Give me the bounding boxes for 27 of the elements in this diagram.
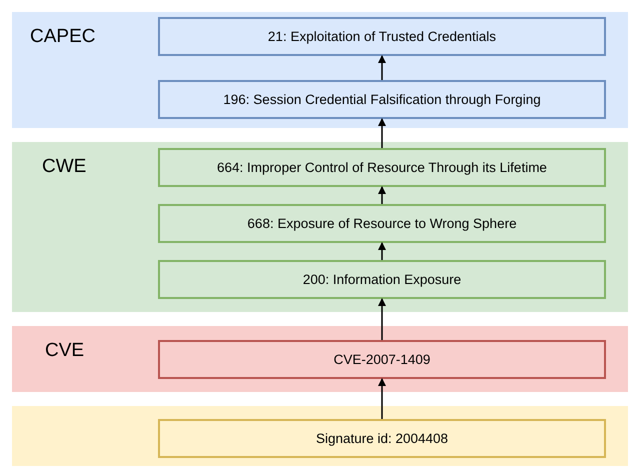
layer-band xyxy=(12,326,628,392)
box-label: 668: Exposure of Resource to Wrong Sphere xyxy=(247,216,517,231)
box-label: CVE-2007-1409 xyxy=(334,352,430,367)
box-label: 200: Information Exposure xyxy=(302,272,462,287)
arrow xyxy=(378,186,386,204)
layer-title: CVE xyxy=(45,340,84,362)
arrow xyxy=(378,118,386,148)
box-label: 196: Session Credential Falsification through Forging xyxy=(223,92,541,107)
layer-band xyxy=(12,406,628,466)
arrow xyxy=(378,298,386,340)
process-box xyxy=(158,148,606,187)
arrow xyxy=(378,378,386,419)
process-box xyxy=(158,80,606,119)
process-box xyxy=(158,260,606,299)
box-label: 664: Improper Control of Resource Through its Lifetime xyxy=(217,160,547,175)
arrow xyxy=(378,55,386,80)
process-box xyxy=(158,340,606,379)
process-box xyxy=(158,17,606,56)
layer-title: CAPEC xyxy=(30,26,96,48)
layer-band xyxy=(12,12,628,128)
process-box xyxy=(158,419,606,458)
arrow xyxy=(378,242,386,260)
box-label: Signature id: 2004408 xyxy=(316,431,448,446)
process-box xyxy=(158,204,606,243)
layer-band xyxy=(12,142,628,312)
box-label: 21: Exploitation of Trusted Credentials xyxy=(268,29,496,44)
layer-title: CWE xyxy=(42,156,86,178)
